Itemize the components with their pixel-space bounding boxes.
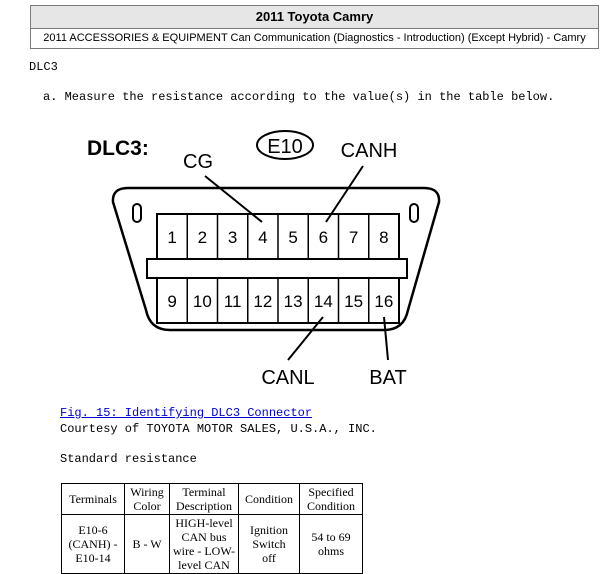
label-bat: BAT (369, 367, 406, 389)
cell-condition: Ignition Switch off (238, 514, 300, 574)
pin-number: 11 (224, 292, 242, 311)
header-specified-condition: Specified Condition (299, 483, 363, 515)
resistance-spec-table: Terminals Wiring Color Terminal Descript… (61, 483, 363, 574)
header-wiring-color: Wiring Color (124, 483, 170, 515)
connector-middle-bar (146, 258, 408, 279)
leader-canh (325, 165, 364, 223)
pin-number: 14 (314, 292, 333, 311)
leader-bat (383, 316, 389, 361)
label-canh: CANH (341, 140, 398, 162)
pin-number: 4 (258, 228, 267, 247)
courtesy-text: Courtesy of TOYOTA MOTOR SALES, U.S.A., … (60, 422, 377, 436)
cell-terminal-description: HIGH-level CAN bus wire - LOW- level CAN (169, 514, 239, 574)
pin-number: 12 (253, 292, 272, 311)
connector-id: E10 (267, 136, 303, 158)
connector-id-oval (256, 130, 314, 160)
pin-number: 6 (319, 228, 328, 247)
label-cg: CG (183, 151, 213, 173)
document-header: 2011 Toyota Camry 2011 ACCESSORIES & EQU… (30, 5, 599, 49)
pin-number: 13 (284, 292, 303, 311)
table-row: E10-6 (CANH) - E10-14 B - W HIGH-level C… (61, 514, 363, 574)
pin-number: 8 (379, 228, 388, 247)
header-terminal-description: Terminal Description (169, 483, 239, 515)
table-header-row: Terminals Wiring Color Terminal Descript… (61, 483, 363, 515)
pin-number: 7 (349, 228, 358, 247)
cell-specified-condition: 54 to 69 ohms (299, 514, 363, 574)
pin-number: 9 (167, 292, 176, 311)
header-terminals: Terminals (61, 483, 125, 515)
pin-number: 1 (167, 228, 176, 247)
pin-number: 2 (198, 228, 207, 247)
cell-terminals: E10-6 (CANH) - E10-14 (61, 514, 125, 574)
figure-caption-link[interactable]: Fig. 15: Identifying DLC3 Connector (60, 406, 313, 420)
cell-wiring-color: B - W (124, 514, 170, 574)
pin-number: 3 (228, 228, 237, 247)
instruction-text: a. Measure the resistance according to t… (43, 90, 555, 104)
pin-number: 16 (374, 292, 393, 311)
leader-canl (287, 316, 324, 361)
header-condition: Condition (238, 483, 300, 515)
mount-hole-right (409, 203, 419, 223)
document-subtitle: 2011 ACCESSORIES & EQUIPMENT Can Communi… (43, 32, 586, 44)
diagram-title: DLC3: (87, 137, 149, 160)
pin-number: 5 (288, 228, 297, 247)
label-canl: CANL (261, 367, 314, 389)
leader-cg (204, 175, 263, 223)
mount-hole-left (132, 203, 142, 223)
section-title: DLC3 (29, 60, 58, 74)
document-title: 2011 Toyota Camry (31, 6, 598, 29)
pin-number: 15 (344, 292, 363, 311)
standard-resistance-label: Standard resistance (60, 452, 197, 466)
pin-number: 10 (193, 292, 212, 311)
